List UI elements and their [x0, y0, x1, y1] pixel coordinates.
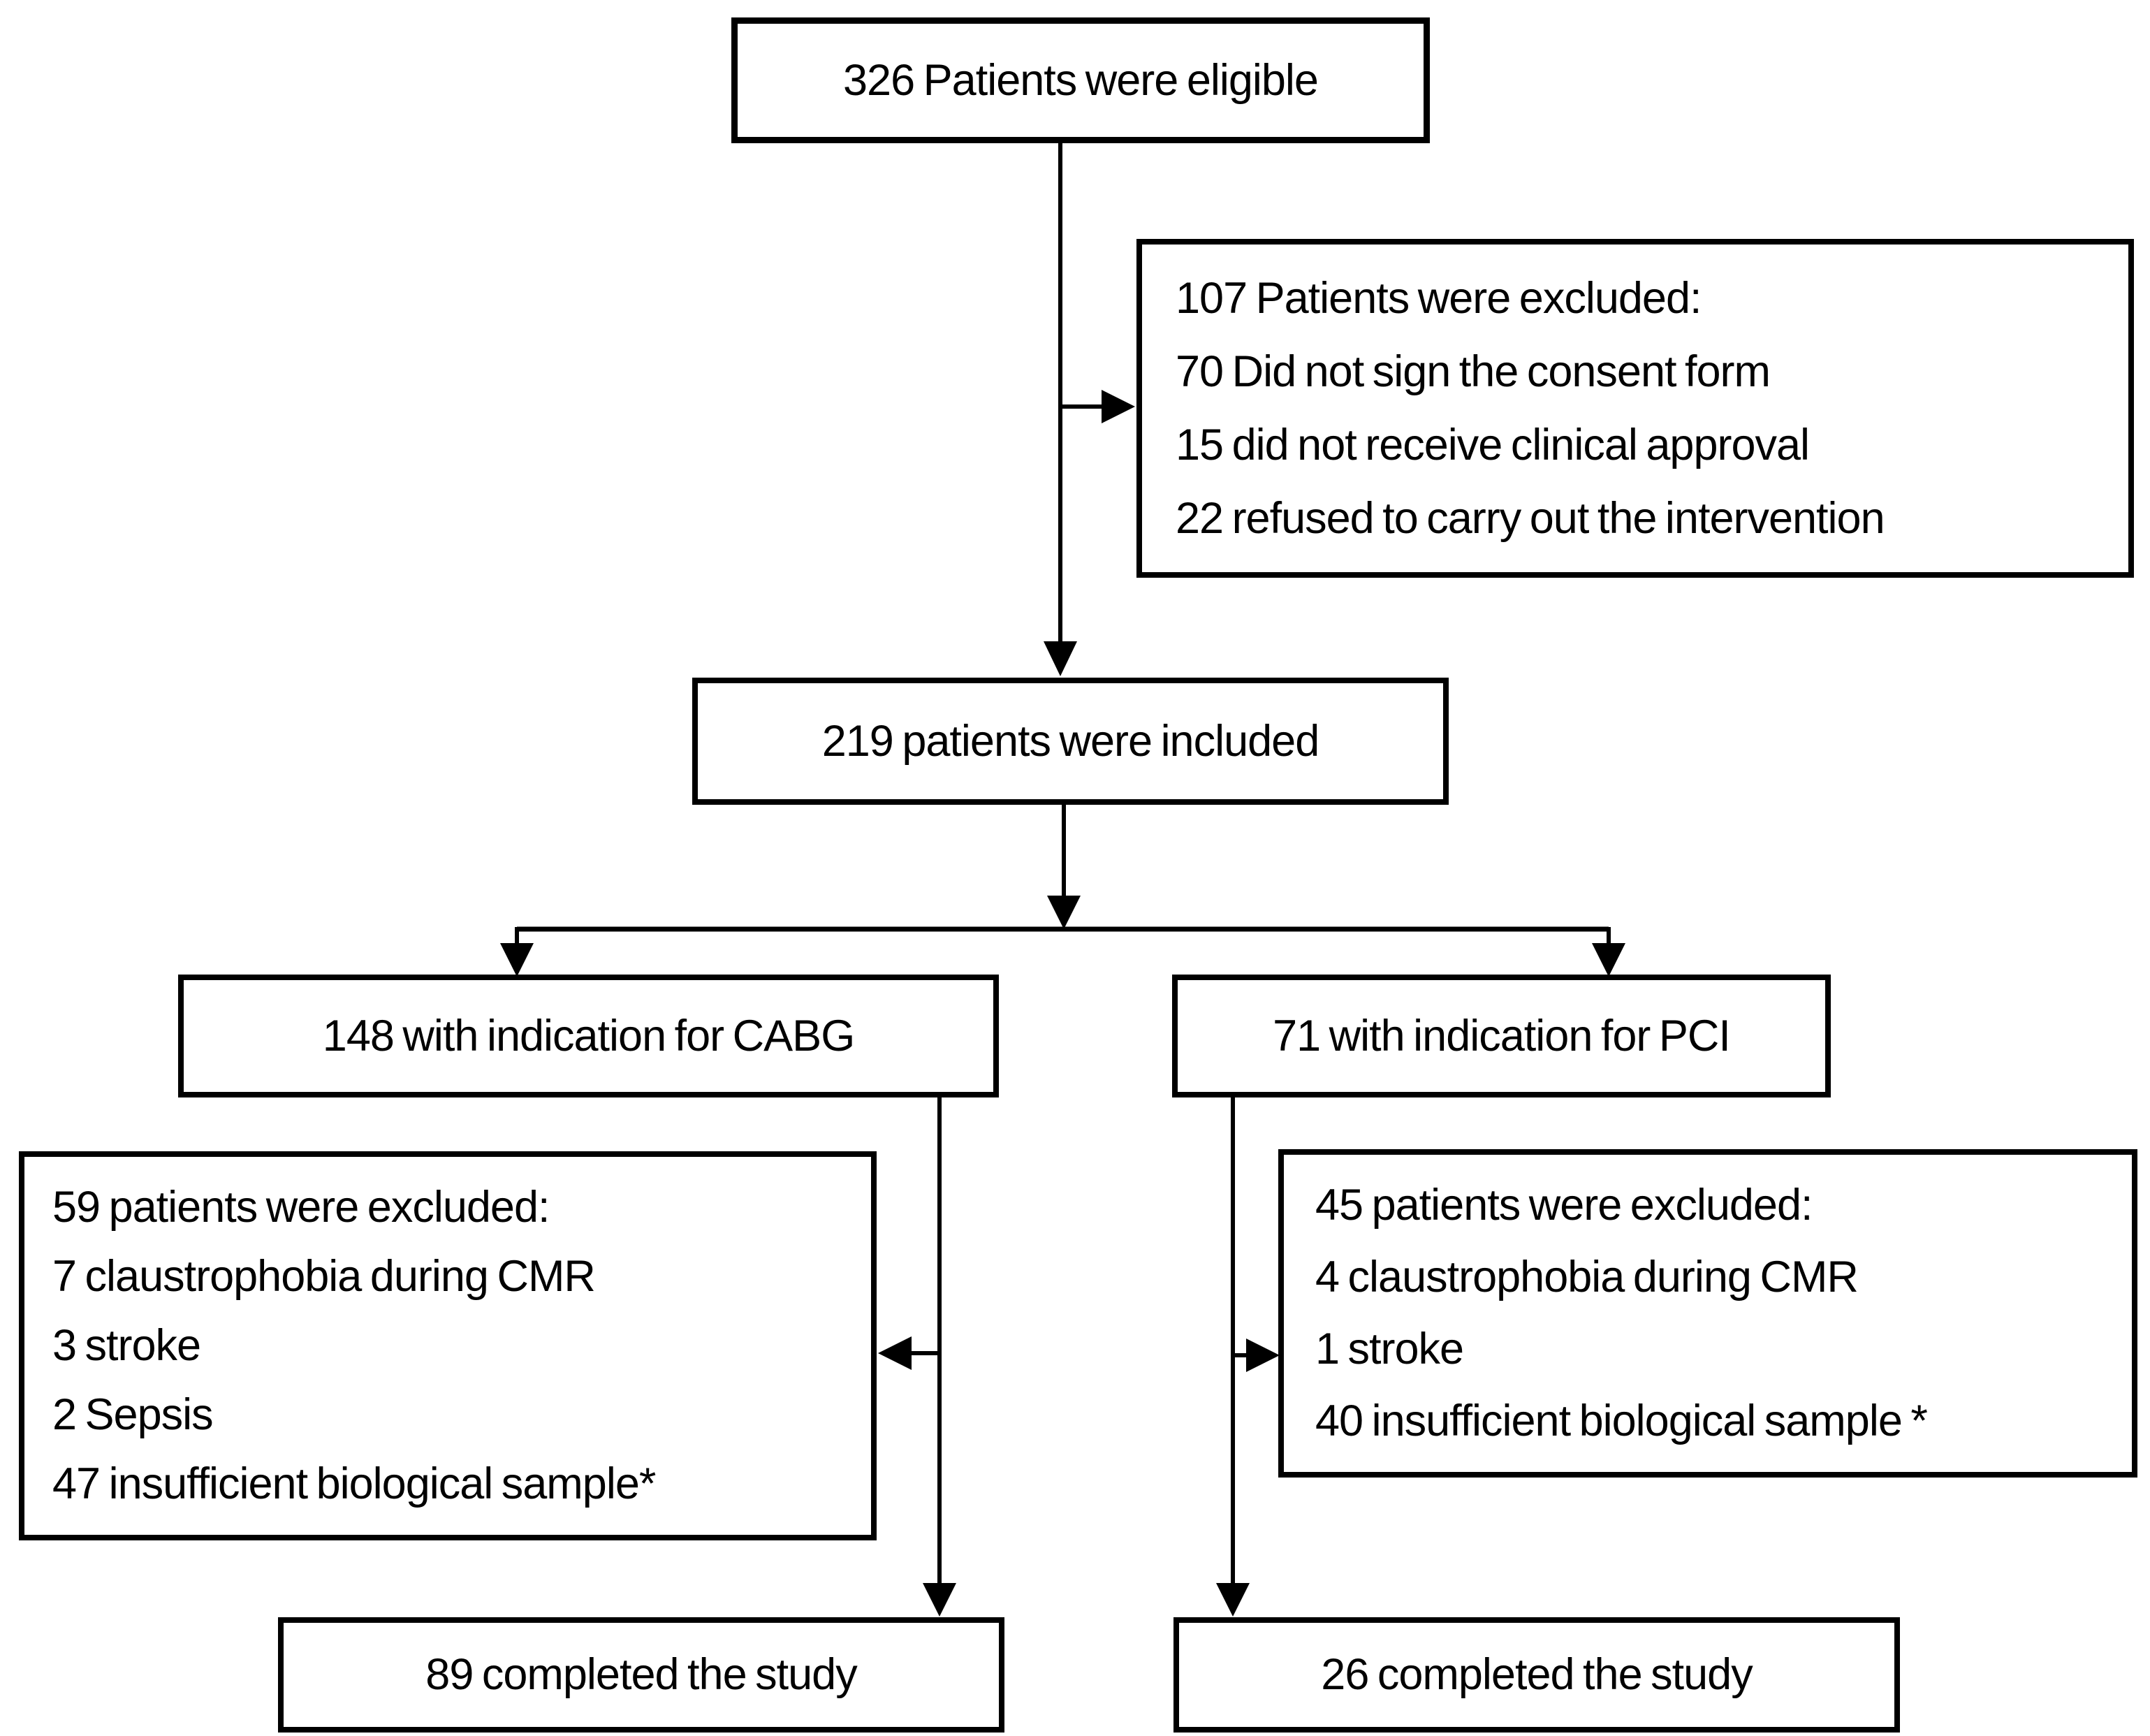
box-cabg-excluded-line-3: 3 stroke	[52, 1321, 201, 1370]
box-pci-excluded-line-2: 4 claustrophobia during CMR	[1315, 1253, 1859, 1301]
box-cabg-excluded: 59 patients were excluded: 7 claustropho…	[19, 1151, 877, 1540]
box-pci-completed: 26 completed the study	[1173, 1617, 1900, 1733]
box-eligible: 326 Patients were eligible	[731, 17, 1430, 143]
box-pci: 71 with indication for PCI	[1172, 975, 1831, 1097]
box-cabg-completed-label: 89 completed the study	[425, 1650, 857, 1699]
box-cabg-excluded-line-1: 59 patients were excluded:	[52, 1183, 550, 1232]
box-cabg: 148 with indication for CABG	[178, 975, 999, 1097]
box-cabg-excluded-line-4: 2 Sepsis	[52, 1390, 214, 1439]
arrow-included-to-split	[1047, 805, 1081, 929]
box-pci-excluded: 45 patients were excluded: 4 claustropho…	[1278, 1149, 2137, 1478]
arrow-to-cabg-excluded	[878, 1336, 939, 1370]
arrow-cabg-to-completed	[923, 1097, 956, 1617]
box-included-label: 219 patients were included	[821, 716, 1320, 766]
box-pci-completed-label: 26 completed the study	[1321, 1650, 1753, 1699]
box-pci-excluded-line-4: 40 insufficient biological sample *	[1315, 1396, 1928, 1445]
box-initial-excluded: 107 Patients were excluded: 70 Did not s…	[1136, 239, 2134, 578]
box-pci-excluded-line-3: 1 stroke	[1315, 1325, 1464, 1373]
arrow-to-pci-excluded	[1233, 1339, 1280, 1372]
box-pci-label: 71 with indication for PCI	[1273, 1011, 1731, 1060]
arrow-pci-to-completed	[1216, 1097, 1250, 1617]
box-initial-excluded-line-3: 15 did not receive clinical approval	[1176, 420, 1810, 469]
box-included: 219 patients were included	[692, 678, 1449, 805]
arrow-split-to-pci	[1592, 927, 1625, 977]
box-pci-excluded-line-1: 45 patients were excluded:	[1315, 1181, 1813, 1230]
box-initial-excluded-line-2: 70 Did not sign the consent form	[1176, 347, 1771, 396]
box-cabg-excluded-line-2: 7 claustrophobia during CMR	[52, 1252, 596, 1301]
box-cabg-label: 148 with indication for CABG	[322, 1011, 855, 1060]
box-cabg-completed: 89 completed the study	[278, 1617, 1004, 1733]
box-cabg-excluded-line-5: 47 insufficient biological sample*	[52, 1459, 656, 1508]
box-eligible-label: 326 Patients were eligible	[843, 55, 1319, 105]
arrow-to-initial-excluded	[1060, 390, 1135, 423]
arrow-split-to-cabg	[500, 927, 534, 977]
arrow-eligible-to-included	[1044, 143, 1077, 676]
box-initial-excluded-line-1: 107 Patients were excluded:	[1176, 273, 1702, 323]
box-initial-excluded-line-4: 22 refused to carry out the intervention	[1176, 493, 1885, 543]
